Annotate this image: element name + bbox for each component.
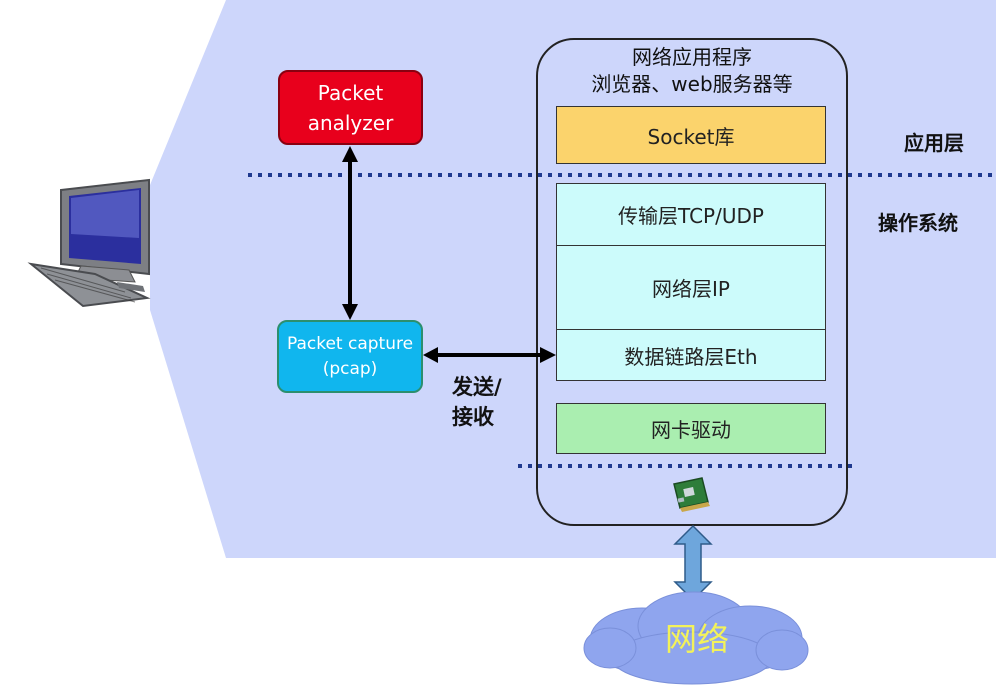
computer-icon xyxy=(27,178,151,308)
datalink-layer-label: 数据链路层Eth xyxy=(624,344,758,369)
socket-library: Socket库 xyxy=(556,106,826,164)
os-label: 操作系统 xyxy=(878,211,958,235)
socket-library-label: Socket库 xyxy=(647,124,735,149)
receive-label: 接收 xyxy=(452,405,494,429)
packet-analyzer-line2: analyzer xyxy=(307,110,394,135)
packet-capture-line1: Packet capture xyxy=(286,333,414,354)
packet-capture-box: Packet capture (pcap) xyxy=(277,320,423,393)
packet-capture-line2: (pcap) xyxy=(322,358,378,379)
network-card-icon xyxy=(673,477,710,512)
stack-title-line2: 浏览器、web服务器等 xyxy=(591,72,793,96)
network-layer-label: 网络层IP xyxy=(652,277,730,301)
stack-title: 网络应用程序 浏览器、web服务器等 xyxy=(536,44,848,98)
packet-analyzer-line1: Packet xyxy=(317,80,384,105)
network-layer: 网络层IP xyxy=(556,245,826,330)
network-cloud xyxy=(583,591,809,685)
packet-analyzer-box: Packet analyzer xyxy=(278,70,423,145)
network-cloud-label: 网络 xyxy=(664,620,729,658)
stack-title-line1: 网络应用程序 xyxy=(632,45,752,69)
application-layer-label: 应用层 xyxy=(904,131,964,155)
datalink-layer: 数据链路层Eth xyxy=(556,329,826,381)
nic-driver: 网卡驱动 xyxy=(556,403,826,454)
transport-layer: 传输层TCP/UDP xyxy=(556,183,826,246)
send-label: 发送/ xyxy=(452,375,502,399)
send-receive-label: 发送/ 接收 xyxy=(452,372,502,432)
nic-driver-label: 网卡驱动 xyxy=(651,418,731,442)
transport-layer-label: 传输层TCP/UDP xyxy=(618,204,764,228)
